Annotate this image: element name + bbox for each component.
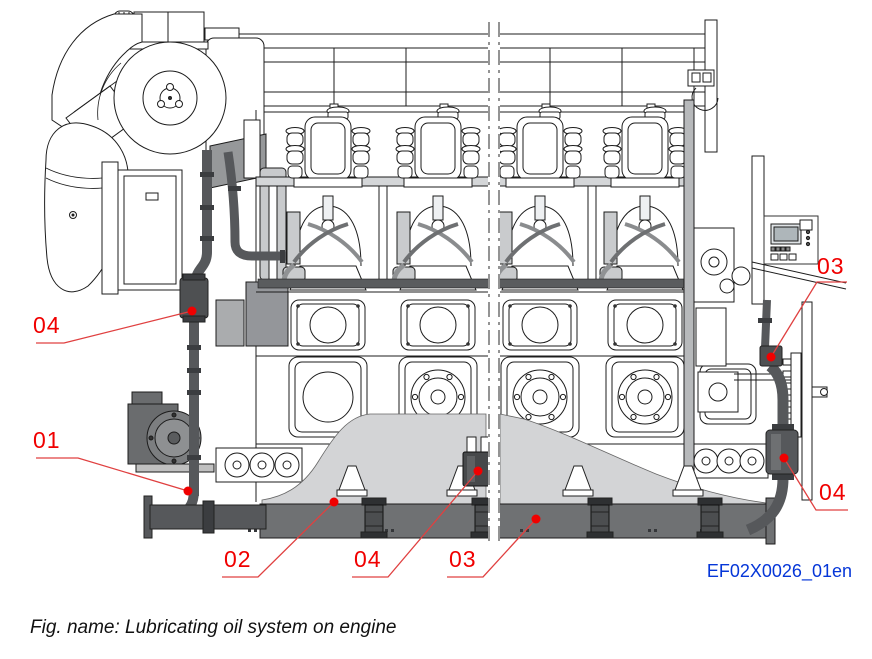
oil-cooler [101,110,289,502]
lube-oil-pump [127,391,215,473]
oil-sump [261,413,767,505]
callout-01: 01 [33,427,61,453]
pipe-flanges [187,172,794,480]
callout-04-left: 04 [33,312,61,338]
leader-04-bottom [352,470,479,578]
drawing-number: EF02X0026_01en [706,561,852,581]
exhaust-manifold [204,19,719,153]
callout-02: 02 [224,546,252,572]
leader-02 [222,501,335,578]
leader-04-right [783,457,848,511]
leader-01 [36,457,189,492]
callout-leaders [36,281,848,578]
oil-filter-right [765,429,799,475]
break-lines [488,22,500,542]
control-panel [763,215,819,265]
engine-body [44,10,847,502]
callout-03-bottom: 03 [449,546,477,572]
callout-04-right: 04 [819,479,847,505]
leader-03-right [770,281,847,358]
lube-oil-piping [143,150,799,539]
callout-dots [183,306,789,524]
cylinder-units [255,104,687,293]
callout-03-right: 03 [817,253,845,279]
figure-caption: Fig. name: Lubricating oil system on eng… [30,617,397,638]
base-frame [248,497,776,545]
flywheel [801,301,813,501]
leader-03-bottom [447,518,537,578]
callout-04-bottom: 04 [354,546,382,572]
panel-screen [773,226,799,242]
leader-04-left [36,310,193,344]
lube-distribution-pipe [257,278,687,289]
